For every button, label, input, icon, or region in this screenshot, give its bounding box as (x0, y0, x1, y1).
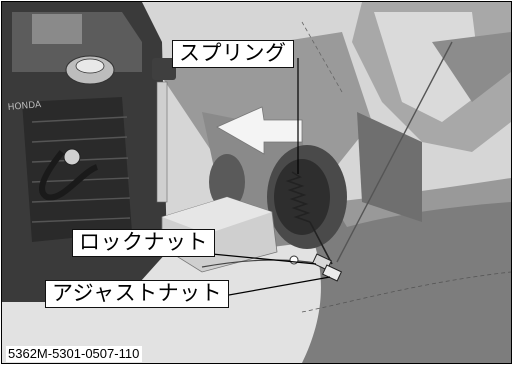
spark-plug-cap (63, 148, 81, 166)
figure-code: 5362M-5301-0507-110 (6, 346, 143, 362)
direction-arrow (216, 106, 303, 155)
fuel-cap-top (75, 58, 105, 74)
spring-rod (309, 221, 333, 265)
bolt-head (289, 255, 299, 265)
callout-spring: スプリング (172, 40, 294, 68)
engine-fins (22, 97, 132, 242)
control-box-top (162, 197, 272, 234)
rod-fitting (152, 58, 176, 80)
shroud-edge (432, 32, 511, 102)
hidden-edge (301, 271, 511, 313)
callout-adjust-nut: アジャストナット (45, 280, 230, 308)
spark-plug-cable (39, 150, 99, 201)
control-cable (201, 259, 323, 268)
vertical-rod (156, 81, 168, 203)
tension-rod (336, 41, 453, 263)
pulley-hub (274, 159, 330, 235)
auger-housing (302, 182, 511, 363)
engine-grille (32, 14, 82, 44)
engine-brand-text: HONDA (7, 100, 42, 113)
nut-assembly (311, 253, 343, 282)
side-bracket (357, 112, 422, 222)
idler-wheel (209, 154, 245, 210)
leader-locknut (211, 253, 317, 265)
callout-lock-nut: ロックナット (72, 229, 215, 257)
spring-coil (285, 171, 311, 223)
leader-adjustnut (211, 276, 331, 299)
